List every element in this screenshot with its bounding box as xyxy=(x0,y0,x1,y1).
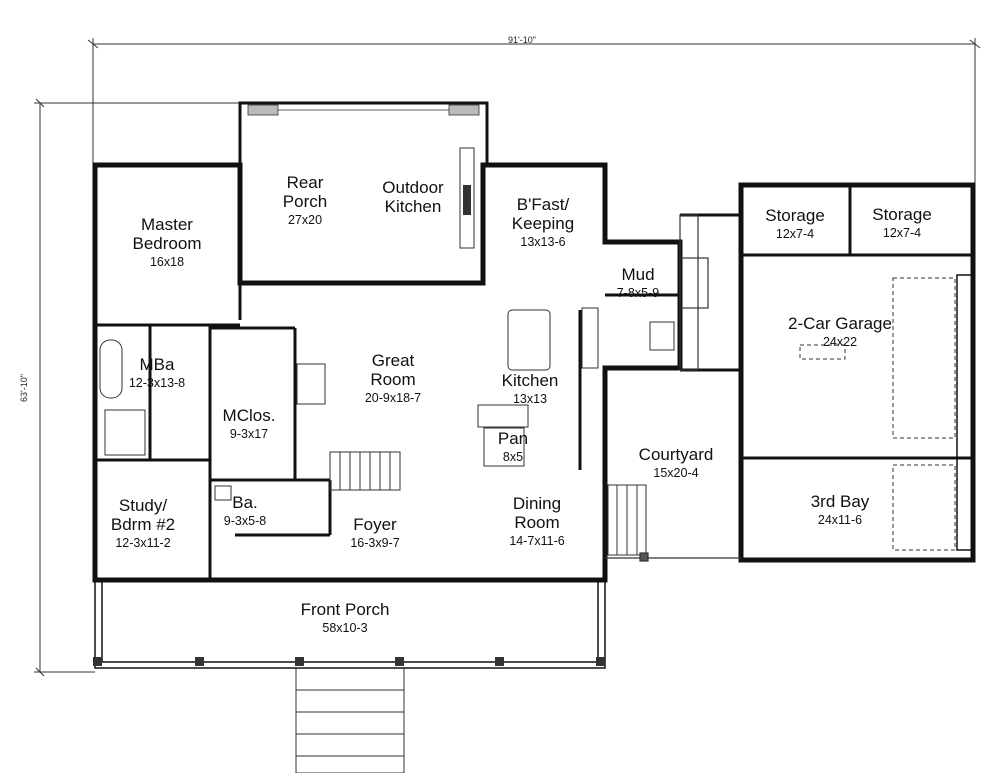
dimension-lines xyxy=(34,38,981,677)
room-size: 12-3x13-8 xyxy=(128,375,186,390)
room-name: B'Fast/ xyxy=(516,195,570,214)
rear-porch-trim xyxy=(247,104,480,249)
room-size: 16-3x9-7 xyxy=(350,535,400,550)
room-ba: Ba. 9-3x5-8 xyxy=(224,494,266,528)
fixtures xyxy=(99,307,675,501)
room-bfast: B'Fast/ Keeping 13x13-6 xyxy=(512,196,574,249)
room-name: Keeping xyxy=(511,213,575,233)
garage-side-trim xyxy=(956,274,974,551)
room-name: Storage xyxy=(765,206,825,225)
porch-columns xyxy=(93,657,605,666)
room-size: 13x13-6 xyxy=(520,234,566,249)
room-name: Dining xyxy=(512,494,562,513)
room-mclos: MClos. 9-3x17 xyxy=(223,407,276,441)
room-name: Master xyxy=(141,215,193,234)
room-name: Bdrm #2 xyxy=(110,514,176,534)
room-name: Kitchen xyxy=(501,371,559,390)
room-name: Porch xyxy=(282,191,328,211)
room-kitchen: Kitchen 13x13 xyxy=(502,372,559,406)
room-name: Outdoor xyxy=(382,178,444,197)
front-porch-structure xyxy=(94,580,606,669)
room-name: Kitchen xyxy=(384,196,442,216)
interior-walls xyxy=(95,185,973,580)
room-size: 12x7-4 xyxy=(775,226,815,241)
room-size: 9-3x5-8 xyxy=(223,513,267,528)
room-name: Room xyxy=(370,369,416,389)
room-storage-2: Storage 12x7-4 xyxy=(872,206,932,240)
room-name: Courtyard xyxy=(638,445,714,464)
room-name: Study/ xyxy=(118,496,168,515)
room-name: Rear xyxy=(286,173,324,192)
room-pan: Pan 8x5 xyxy=(498,430,528,464)
room-size: 12x7-4 xyxy=(882,225,922,240)
stairs xyxy=(295,451,647,773)
room-mba: MBa 12-3x13-8 xyxy=(129,356,185,390)
room-size: 9-3x17 xyxy=(229,426,269,441)
room-size: 58x10-3 xyxy=(322,620,368,635)
room-size: 20-9x18-7 xyxy=(364,390,422,405)
room-name: Mud xyxy=(621,265,655,284)
room-name: Great xyxy=(371,351,415,370)
room-name: 2-Car Garage xyxy=(788,314,892,333)
room-outdoor-kitchen: Outdoor Kitchen xyxy=(382,179,443,217)
room-foyer: Foyer 16-3x9-7 xyxy=(350,516,399,550)
room-garage: 2-Car Garage 24x22 xyxy=(788,315,892,349)
room-name: Storage xyxy=(872,205,932,224)
room-name: MClos. xyxy=(222,406,276,425)
room-front-porch: Front Porch 58x10-3 xyxy=(301,601,390,635)
room-master: Master Bedroom 16x18 xyxy=(133,216,202,269)
room-mud: Mud 7-8x5-9 xyxy=(617,266,659,300)
room-rear-porch: Rear Porch 27x20 xyxy=(283,174,327,227)
room-name: Front Porch xyxy=(300,600,390,619)
room-size: 8x5 xyxy=(502,449,524,464)
room-size: 12-3x11-2 xyxy=(115,535,171,550)
room-name: Foyer xyxy=(353,515,397,534)
courtyard-structure xyxy=(605,214,741,562)
room-name: 3rd Bay xyxy=(810,492,870,511)
overall-width-label: 91'-10" xyxy=(508,35,536,45)
room-size: 7-8x5-9 xyxy=(616,285,660,300)
room-name: Ba. xyxy=(232,493,258,512)
overall-depth-label: 63'-10" xyxy=(18,374,29,402)
room-name: Room xyxy=(514,512,560,532)
room-name: Bedroom xyxy=(132,233,202,253)
room-name: MBa xyxy=(139,355,175,374)
garage-doors xyxy=(799,277,956,551)
room-size: 15x20-4 xyxy=(653,465,699,480)
room-courtyard: Courtyard 15x20-4 xyxy=(639,446,714,480)
room-great-room: Great Room 20-9x18-7 xyxy=(365,352,421,405)
room-size: 14-7x11-6 xyxy=(509,533,565,548)
room-storage-1: Storage 12x7-4 xyxy=(765,207,825,241)
room-size: 16x18 xyxy=(149,254,185,269)
room-size: 24x11-6 xyxy=(817,512,863,527)
room-size: 24x22 xyxy=(822,334,858,349)
room-size: 27x20 xyxy=(287,212,323,227)
room-name: Pan xyxy=(497,429,529,448)
room-study: Study/ Bdrm #2 12-3x11-2 xyxy=(111,497,175,550)
room-dining: Dining Room 14-7x11-6 xyxy=(509,495,564,548)
room-size: 13x13 xyxy=(512,391,548,406)
room-third-bay: 3rd Bay 24x11-6 xyxy=(811,493,870,527)
